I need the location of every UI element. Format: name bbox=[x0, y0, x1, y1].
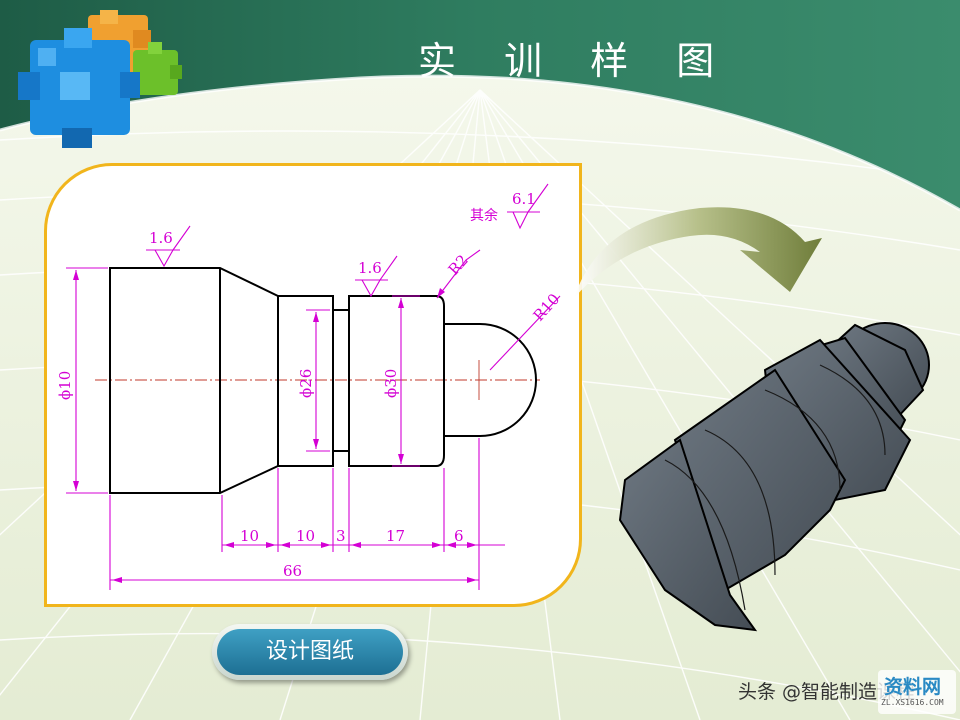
roughness-label-2: 1.6 bbox=[358, 259, 382, 277]
source-watermark: 头条 @智能制造课程 bbox=[738, 681, 916, 703]
diameter-10: ϕ10 bbox=[56, 371, 74, 400]
radius-r2: R2 bbox=[445, 251, 472, 279]
design-drawing-button[interactable]: 设计图纸 bbox=[212, 624, 408, 680]
dim-10-a: 10 bbox=[240, 527, 259, 545]
dim-10-b: 10 bbox=[296, 527, 315, 545]
technical-drawing: 1.6 1.6 6.1 其余 R2 R10 ϕ10 ϕ26 ϕ30 10 10 … bbox=[56, 183, 564, 590]
site-badge: 资料网 ZL.XS1616.COM bbox=[878, 670, 956, 714]
design-drawing-button-label: 设计图纸 bbox=[217, 629, 403, 675]
technical-drawing-card: 1.6 1.6 6.1 其余 R2 R10 ϕ10 ϕ26 ϕ30 10 10 … bbox=[44, 163, 582, 607]
site-badge-url: ZL.XS1616.COM bbox=[881, 698, 944, 707]
roughness-label-1: 1.6 bbox=[149, 229, 173, 247]
puzzle-cubes-icon bbox=[18, 10, 182, 148]
site-badge-name: 资料网 bbox=[884, 676, 942, 698]
diameter-26: ϕ26 bbox=[297, 369, 315, 398]
dim-66: 66 bbox=[283, 562, 302, 580]
diameter-30: ϕ30 bbox=[382, 369, 400, 398]
dim-6: 6 bbox=[454, 527, 464, 545]
dim-17: 17 bbox=[386, 527, 405, 545]
other-roughness-value: 6.1 bbox=[512, 190, 536, 208]
curved-arrow-icon bbox=[574, 207, 822, 298]
slide-title: 实 训 样 图 bbox=[418, 39, 733, 83]
dim-3: 3 bbox=[336, 527, 346, 545]
3d-shaft-part bbox=[618, 322, 930, 632]
radius-r10: R10 bbox=[530, 290, 564, 325]
other-roughness-label: 其余 bbox=[470, 207, 498, 224]
